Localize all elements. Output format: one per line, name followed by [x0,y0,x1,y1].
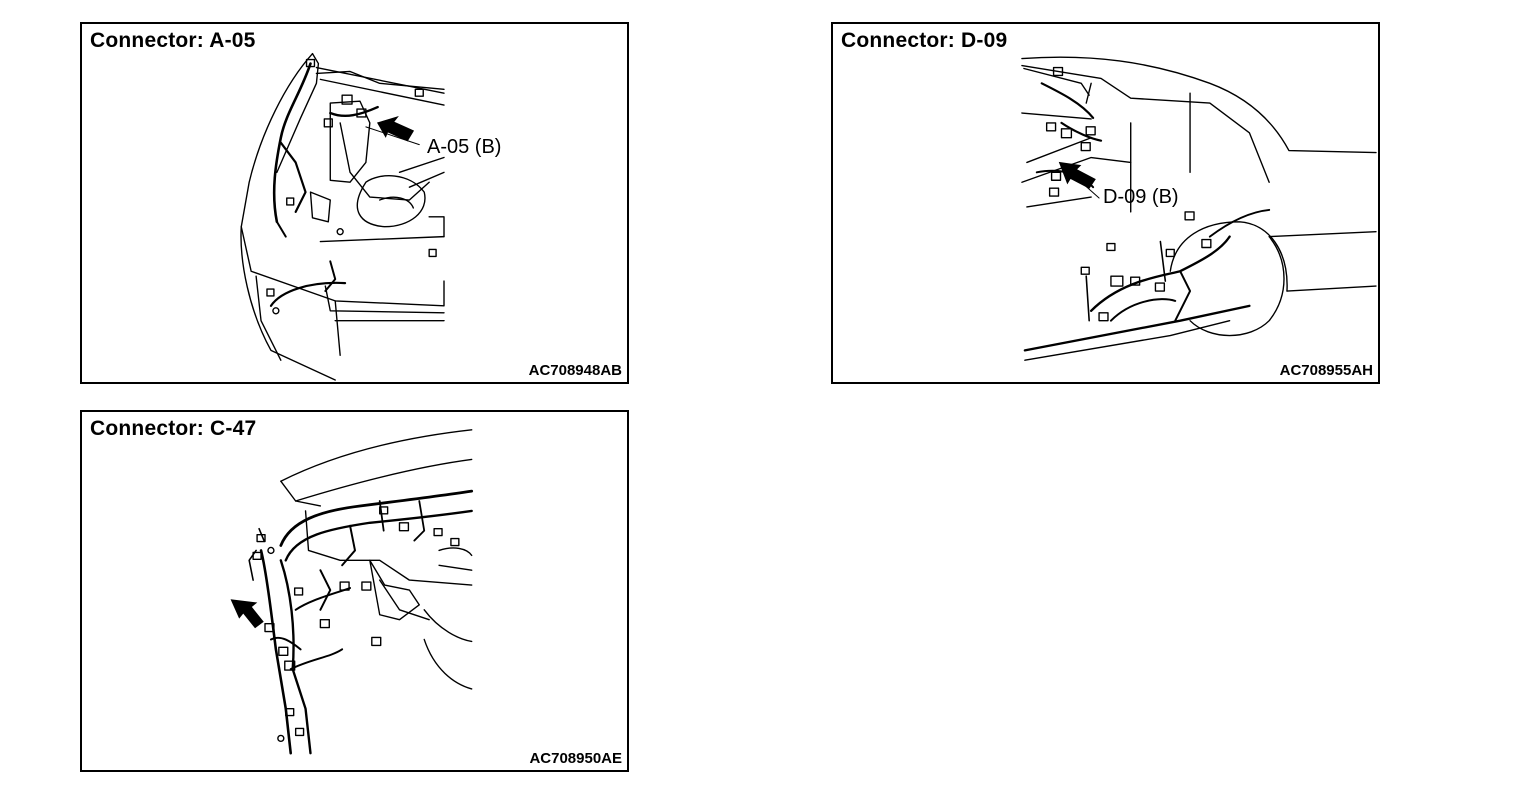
connector-a05-figure: Connector: A-05 [80,22,629,384]
panel-title: Connector: C-47 [90,417,257,440]
black-arrow-icon [377,116,415,142]
black-arrow-icon [230,599,264,629]
figure-code: AC708955AH [1279,362,1373,379]
connector-callout-label: A-05 (B) [427,136,502,158]
engine-compartment-drawing [240,52,445,381]
rear-body-drawing [1021,56,1377,361]
black-arrow-icon [1058,161,1096,189]
connector-c47-figure: Connector: C-47 [80,410,629,772]
panel-title: Connector: A-05 [90,29,256,52]
connector-callout-label: D-09 (B) [1103,186,1179,208]
figure-code: AC708950AE [529,750,622,767]
figure-code: AC708948AB [528,362,622,379]
panel-title: Connector: D-09 [841,29,1008,52]
instrument-panel-drawing [230,429,474,755]
connector-d09-figure: Connector: D-09 [831,22,1380,384]
